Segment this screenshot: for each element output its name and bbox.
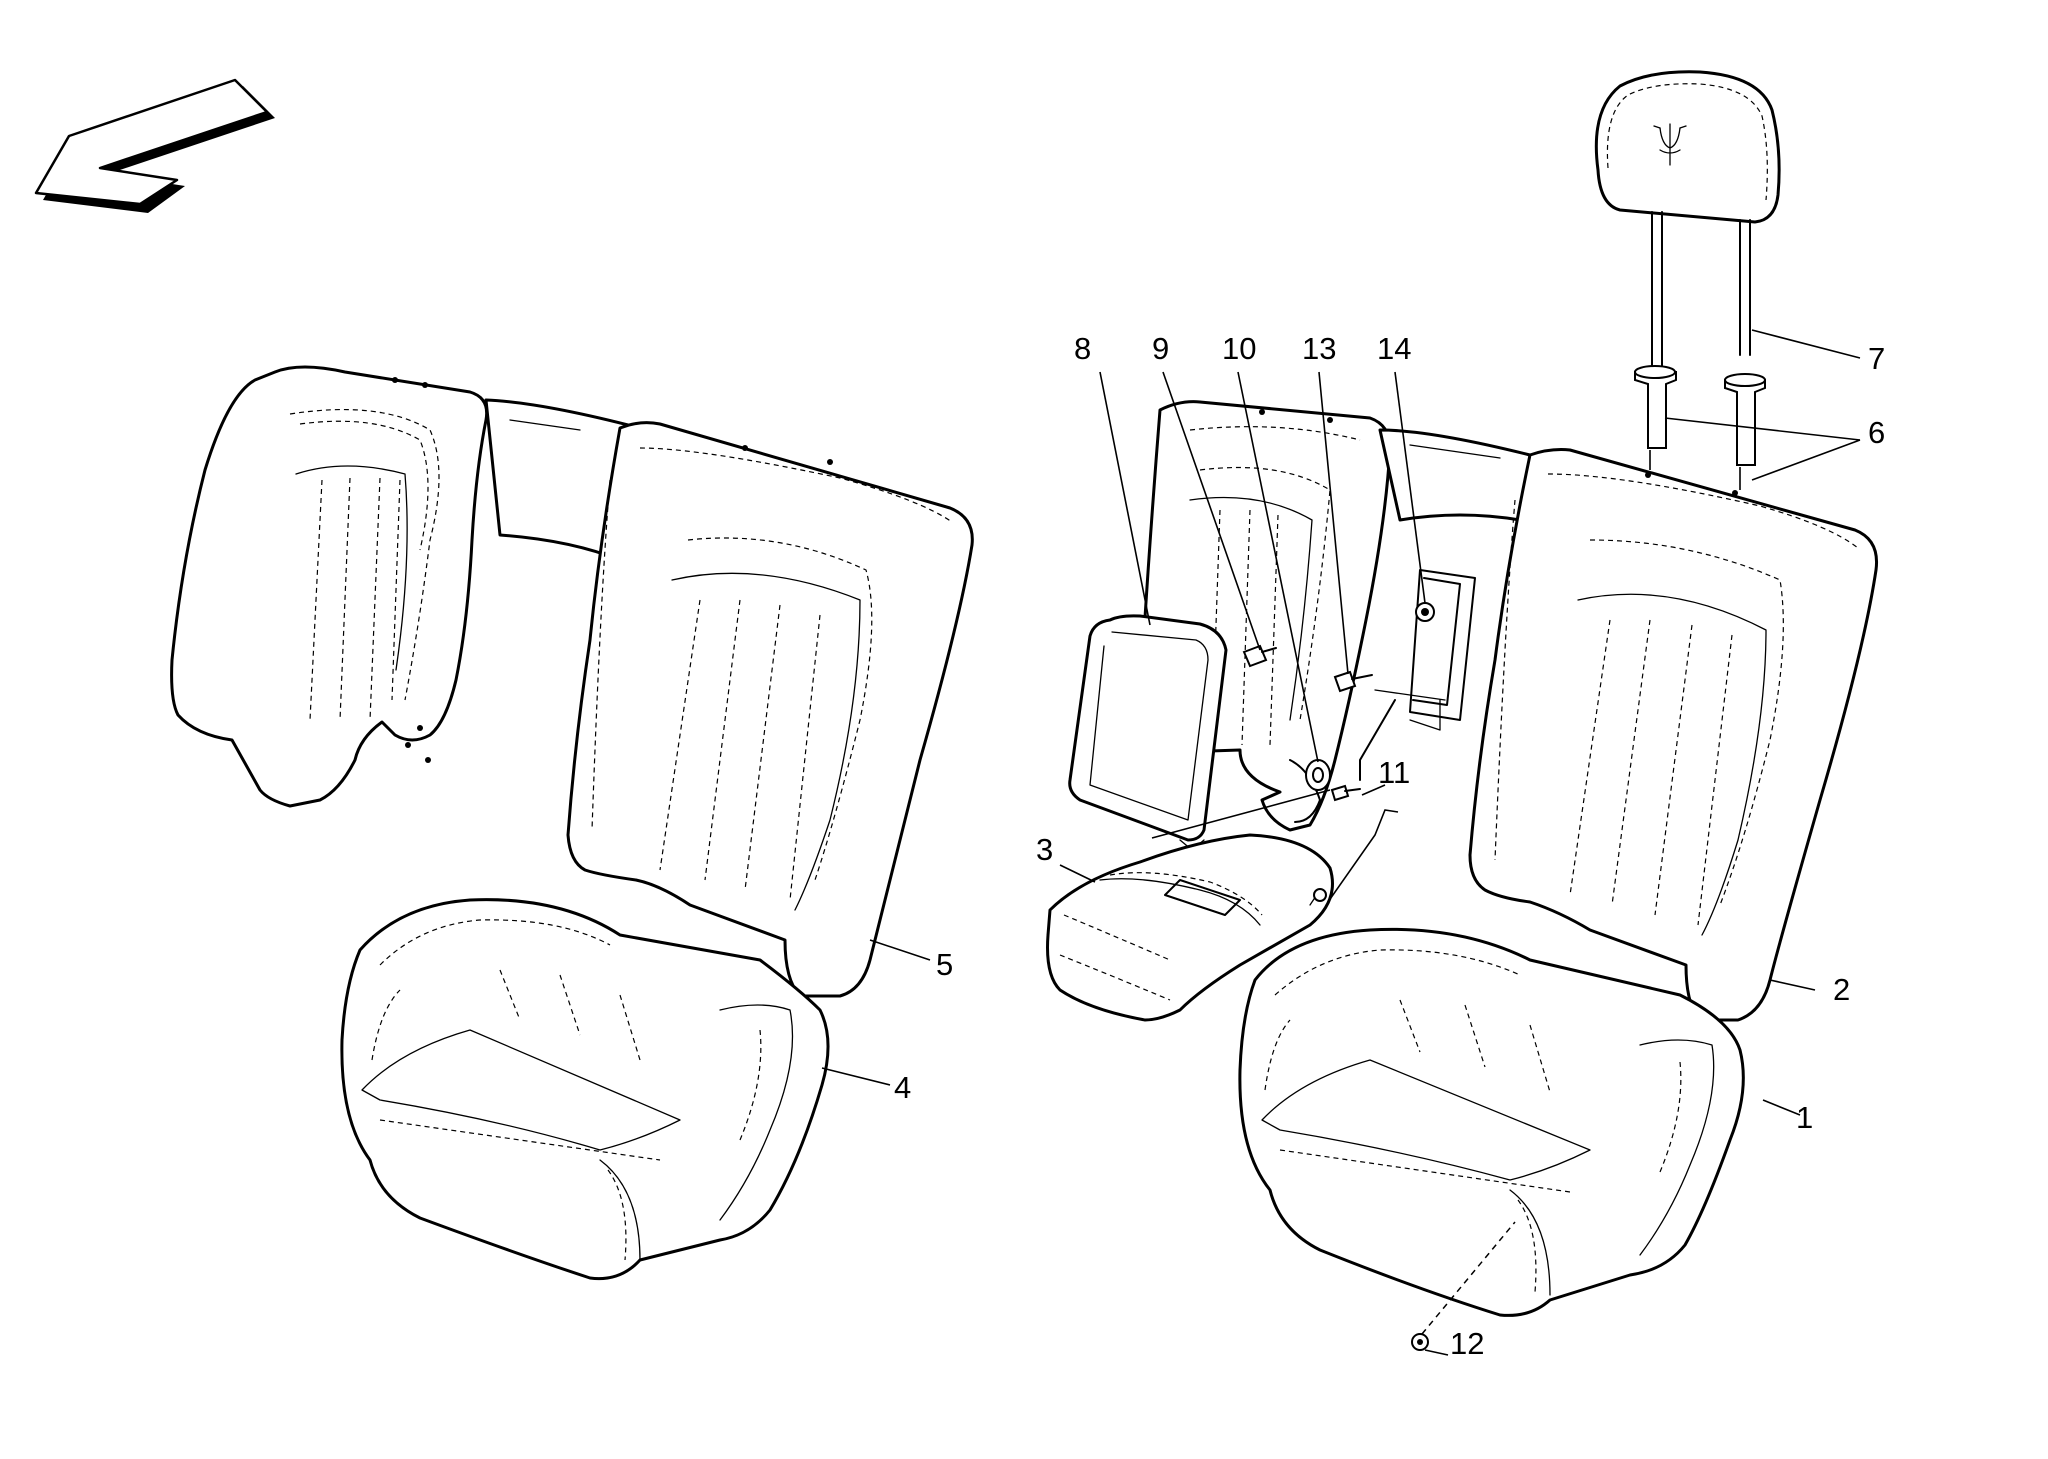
left-backrest-side-section	[170, 365, 489, 808]
right-seat-cushion	[1238, 927, 1745, 1317]
callout-2: 2	[1833, 972, 1850, 1007]
headrest	[1594, 70, 1781, 371]
left-seat-cushion	[340, 898, 830, 1281]
callout-11: 11	[1378, 755, 1410, 790]
callout-8: 8	[1074, 331, 1091, 366]
leader-lines	[821, 329, 1861, 1356]
callout-13: 13	[1302, 331, 1336, 366]
armrest-back-panel	[1068, 614, 1228, 851]
headrest-guides	[1634, 365, 1766, 490]
trident-logo-icon	[1653, 123, 1687, 166]
alignment-lines	[1151, 789, 1516, 1335]
callout-4: 4	[894, 1070, 911, 1105]
callout-7: 7	[1868, 341, 1885, 376]
callout-5: 5	[936, 947, 953, 982]
callout-9: 9	[1152, 331, 1169, 366]
callouts: 1 2 3 4 5 6 7 8 9 10 13 14 11 12	[894, 331, 1885, 1361]
right-main-backrest	[1468, 448, 1879, 1022]
direction-arrow-icon	[34, 78, 275, 213]
hardware	[1242, 602, 1435, 1351]
callout-3: 3	[1036, 832, 1053, 867]
callout-10: 10	[1222, 331, 1256, 366]
armrest-cushion	[1046, 833, 1334, 1022]
callout-14: 14	[1377, 331, 1411, 366]
left-main-backrest	[566, 421, 974, 998]
right-center-bridge	[1359, 428, 1532, 781]
callout-6: 6	[1868, 415, 1885, 450]
callout-12: 12	[1450, 1326, 1484, 1361]
callout-1: 1	[1796, 1100, 1813, 1135]
